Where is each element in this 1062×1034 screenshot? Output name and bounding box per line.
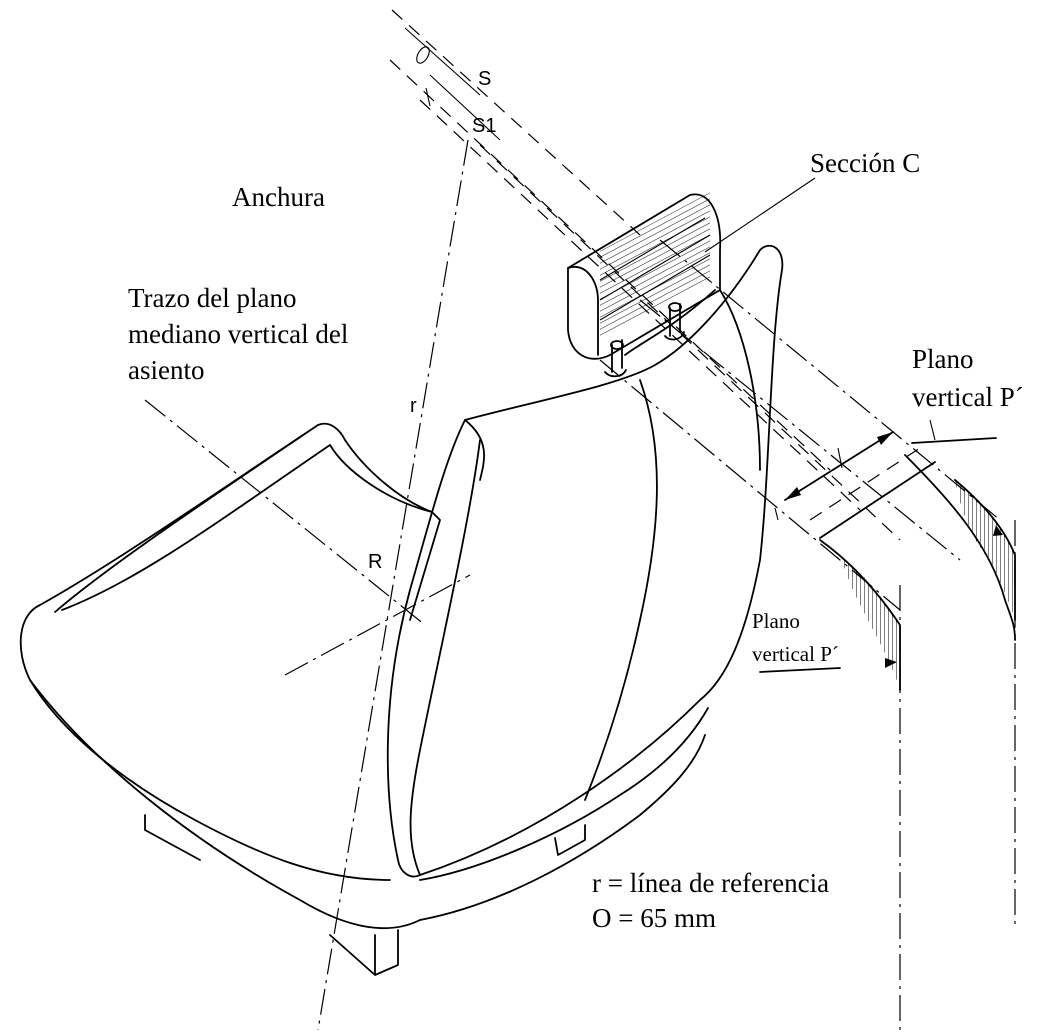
plane-p-right-outline (954, 479, 1016, 621)
backrest-top-edge (464, 419, 485, 481)
seccion-c-leader (704, 177, 816, 253)
label-s: S (478, 68, 491, 90)
dimension-line-upper (784, 431, 894, 501)
seat-cushion-inner-curve (61, 444, 433, 611)
seat-cushion (19, 422, 709, 976)
plane-p-lower-hatch (840, 555, 900, 690)
median-plane-trace (144, 399, 426, 626)
backrest-left-seam (409, 439, 481, 876)
headrest-axis-line-3 (599, 359, 901, 611)
median-plane-cross (284, 574, 471, 676)
dimension-tick-2 (929, 419, 936, 441)
label-plano-lower-line1: Plano (752, 609, 800, 633)
seat-foot-right (554, 824, 586, 856)
s-line (404, 27, 481, 96)
legend-o-dimension: O = 65 mm (592, 903, 716, 933)
label-anchura: Anchura (232, 182, 325, 212)
dimension-arrow-upper-b (877, 432, 893, 445)
plane-p-right-hatch (955, 480, 1015, 620)
headrest-post-cap-right (668, 302, 682, 312)
label-plano-right-line1: Plano (912, 344, 974, 374)
plane-right-curve (904, 454, 1016, 641)
vertical-plane-sections (759, 437, 1016, 691)
dimension-tick-1 (837, 447, 843, 469)
dimension-line-lower (819, 461, 936, 539)
o-tick (425, 87, 431, 107)
s1-line (429, 74, 501, 141)
headrest-section-lines (599, 217, 711, 321)
label-plano-right-line2: vertical P´ (912, 382, 1024, 412)
labels: S S1 Anchura Sección C Trazo del plano m… (128, 68, 1024, 933)
label-trazo-line1: Trazo del plano (128, 283, 296, 313)
headrest-hatched-section (600, 192, 710, 336)
label-trazo-line3: asiento (128, 355, 204, 385)
o-dimension-mark (416, 46, 430, 64)
headrest (567, 177, 816, 378)
seat-base-lower (419, 707, 709, 921)
plane-p-lower-outline (819, 539, 901, 691)
label-s1: S1 (472, 115, 496, 137)
seat-foot-center (329, 929, 399, 976)
backrest-right-seam (719, 289, 761, 471)
plane-p-right-arrow (993, 525, 1003, 536)
plane-p-lower-leader (759, 667, 841, 673)
plane-p-right-leader (911, 437, 997, 444)
seat-cushion-outline (19, 422, 441, 881)
seat-cushion-front-edge (29, 679, 421, 930)
headrest-dashed-line-1 (391, 9, 641, 236)
headrest-axis-line-2 (639, 299, 961, 561)
label-r-upper: R (368, 551, 382, 573)
headrest-front-face (567, 265, 599, 356)
label-seccion-c: Sección C (810, 148, 920, 178)
seat-foot-left (144, 814, 201, 861)
legend-reference-line: r = línea de referencia (592, 868, 829, 898)
dimension-tick-3 (774, 507, 779, 521)
label-plano-lower-line2: vertical P´ (752, 642, 839, 666)
seat-backrest (386, 244, 784, 878)
backrest-center-seam (584, 379, 658, 801)
backrest-outline (386, 244, 784, 878)
reference-line-r (317, 139, 469, 1031)
headrest-connector (624, 289, 716, 356)
headrest-dashed-line-4 (479, 144, 901, 541)
label-r-lower: r (410, 395, 417, 417)
headrest-axis-line-1 (659, 239, 1001, 521)
headrest-post-cap-left (610, 340, 624, 350)
plane-p-lower-arrow (885, 658, 897, 668)
label-trazo-line2: mediano vertical del (128, 319, 348, 349)
headrest-post-left (604, 339, 627, 378)
dimension-arrow-upper-a (785, 487, 801, 500)
